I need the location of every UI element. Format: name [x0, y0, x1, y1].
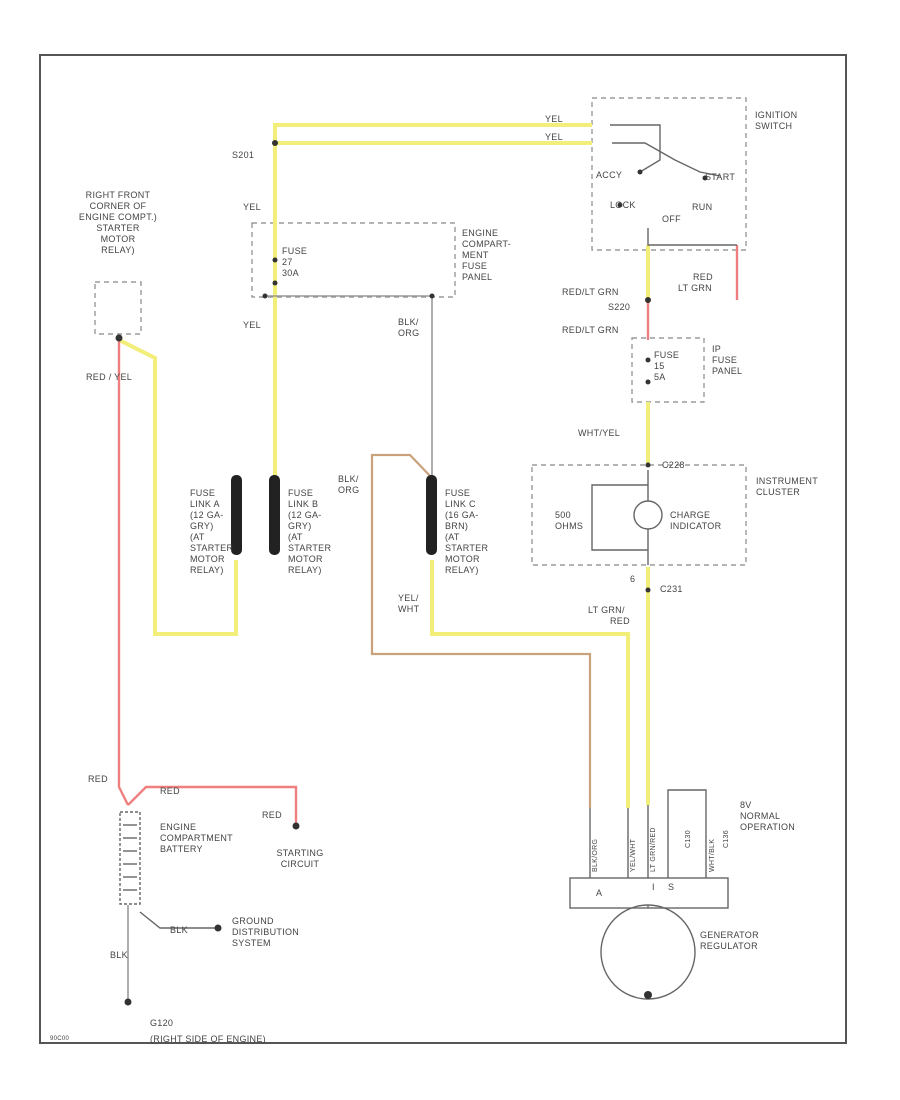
label-red-b: RED	[160, 786, 180, 796]
cluster-resistor-loop	[591, 484, 648, 551]
label-start: START	[705, 172, 735, 182]
fuse-link-c	[426, 475, 437, 555]
label-run: RUN	[692, 202, 712, 212]
ignition-switch-box	[591, 97, 747, 251]
wire-red-battery	[117, 340, 130, 806]
connection-dots	[115, 140, 708, 1006]
wire-blk-org-gen	[370, 453, 592, 808]
label-code: 90C00	[50, 1036, 70, 1042]
label-s220: S220	[608, 302, 630, 312]
wire-red-starting	[127, 785, 298, 823]
starter-relay-box	[94, 281, 142, 335]
label-gen-wire-6: C136	[723, 830, 730, 848]
label-g120: G120	[150, 1018, 173, 1028]
label-c228: C228	[662, 460, 685, 470]
label-gen-wire-5: C130	[685, 830, 692, 848]
label-wht-yel: WHT/YEL	[578, 428, 620, 438]
ip-fuse-panel-box	[631, 337, 705, 403]
label-gen-wire-1: BLK/ORG	[592, 839, 599, 872]
label-red-yel: RED / YEL	[86, 372, 132, 382]
fuse-link-b	[269, 475, 280, 555]
label-red-a: RED	[88, 774, 108, 784]
label-accy: ACCY	[596, 170, 622, 180]
label-gen-wire-4: WHT/BLK	[709, 839, 716, 872]
generator-regulator-symbol	[600, 904, 696, 1000]
label-gen-wire-2: YEL/WHT	[630, 838, 637, 872]
label-red-c: RED	[262, 810, 282, 820]
label-yel-left: YEL	[243, 202, 261, 212]
label-red-ltgrn-b: RED/LT GRN	[562, 325, 619, 335]
wire-ign-out	[647, 228, 737, 246]
label-gen-wire-3: LT GRN/RED	[650, 827, 657, 872]
fuse-link-a	[231, 475, 242, 555]
label-s201: S201	[232, 150, 254, 160]
label-num-6: 6	[630, 574, 635, 584]
label-gen-term-a: A	[596, 888, 602, 898]
wire-red-yel-relay	[118, 338, 238, 636]
generator-terminal-block	[569, 877, 729, 909]
wire-yel-ign-top	[273, 123, 592, 296]
label-blk-org1: BLK/ORG	[398, 317, 419, 338]
label-yel-top1: YEL	[545, 114, 563, 124]
wire-blk-ground-dist	[139, 911, 216, 929]
label-yel-mid: YEL	[243, 320, 261, 330]
label-right-side: (RIGHT SIDE OF ENGINE)	[150, 1034, 266, 1044]
label-blk-org2: BLK/ORG	[338, 474, 359, 495]
charge-indicator-lamp	[633, 500, 663, 530]
label-blk-a: BLK	[170, 925, 188, 935]
diagram-frame	[39, 54, 847, 1044]
label-gen-term-s: S	[668, 882, 674, 892]
label-gen-term-i: I	[652, 882, 655, 892]
instrument-cluster-box	[531, 464, 747, 566]
label-yel-wht: YEL/WHT	[398, 593, 420, 614]
battery-cells	[123, 824, 137, 891]
label-off: OFF	[662, 214, 681, 224]
battery-symbol	[119, 811, 141, 905]
wire-yel-wht	[430, 560, 630, 808]
engine-fuse-panel-box	[251, 222, 456, 298]
wire-gen-sense	[667, 789, 707, 878]
label-lt-grn-red: LT GRN/RED	[588, 605, 630, 626]
label-blk-b: BLK	[110, 950, 128, 960]
label-yel-top2: YEL	[545, 132, 563, 142]
label-red-ltgrn-a: RED/LT GRN	[562, 287, 619, 297]
wire-ign-start	[612, 142, 721, 177]
wire-ign-internal	[610, 124, 661, 173]
label-lock: LOCK	[610, 200, 636, 210]
generator-wires	[589, 805, 669, 878]
label-c231: C231	[660, 584, 683, 594]
